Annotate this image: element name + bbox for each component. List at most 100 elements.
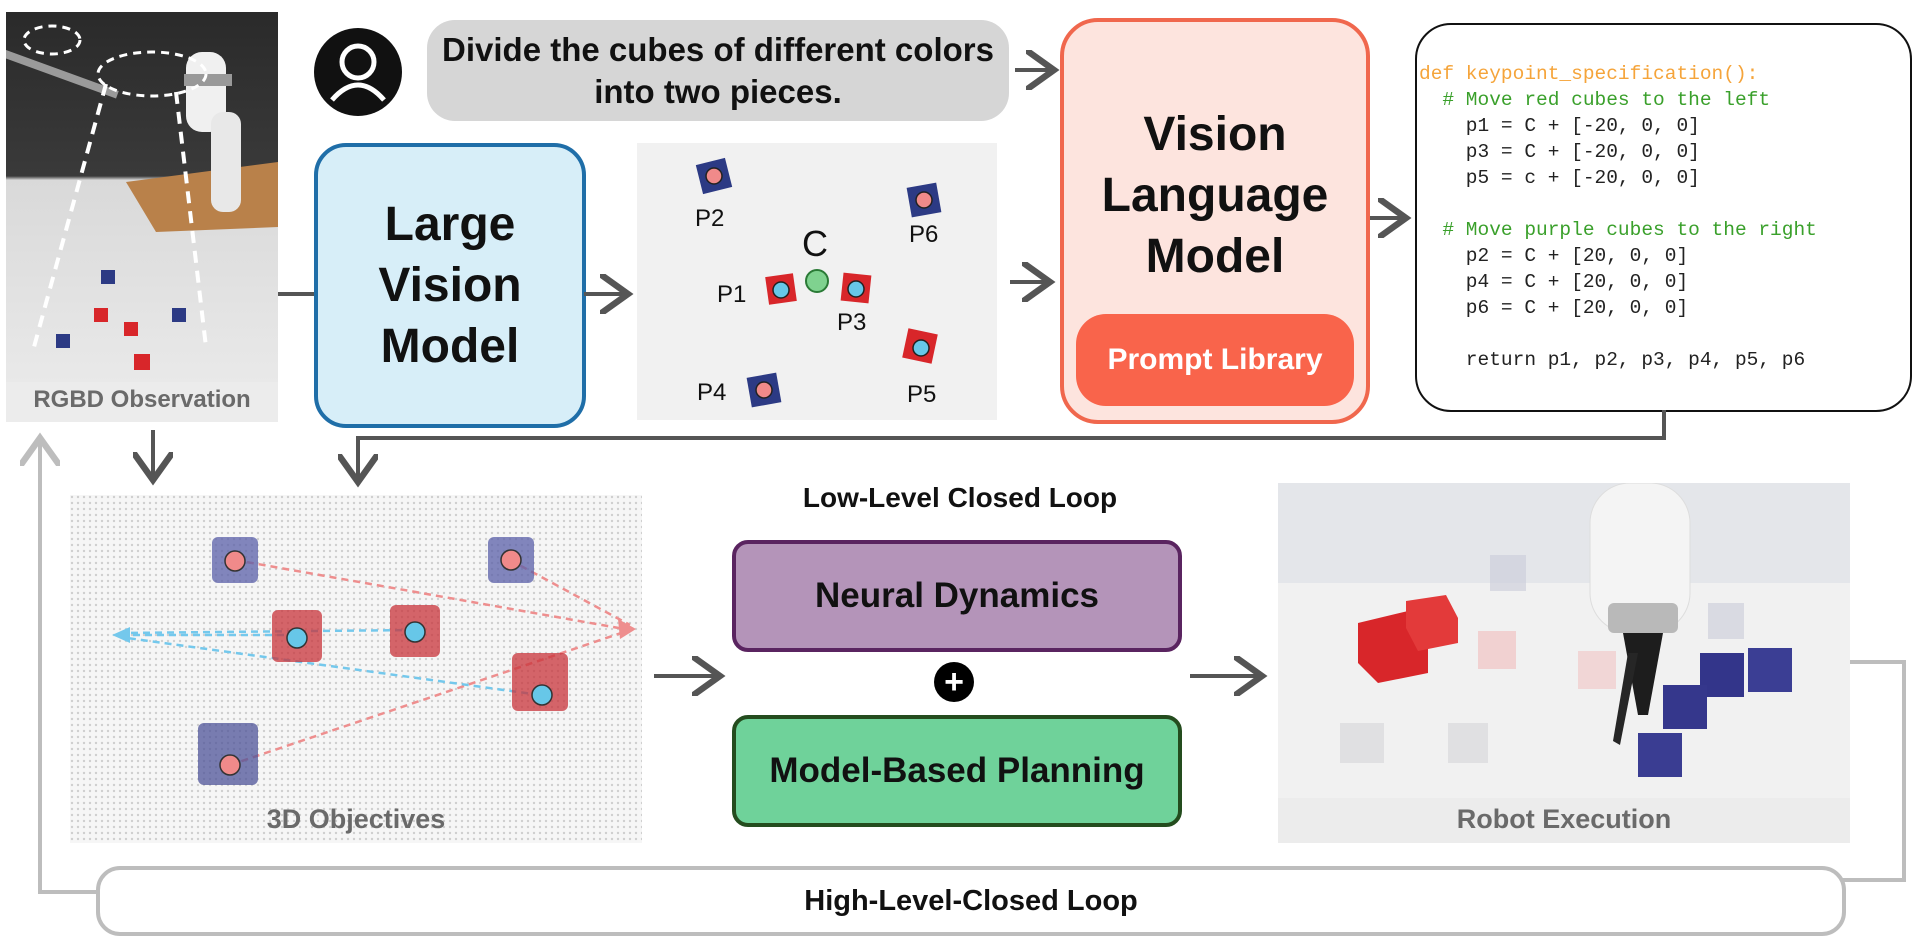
code-line-p5: p5 = c + [-20, 0, 0]: [1419, 167, 1700, 189]
label-p4: P4: [697, 379, 727, 406]
code-line-p4: p4 = C + [20, 0, 0]: [1419, 271, 1689, 293]
robot-joint: [184, 74, 232, 86]
arrow-up-icon: [40, 442, 96, 894]
neural-dynamics-box: Neural Dynamics: [732, 540, 1182, 652]
rgbd-scene: [6, 24, 278, 422]
rgbd-caption: RGBD Observation: [33, 386, 251, 413]
keypoint-blue: [531, 684, 553, 706]
model-based-planning-box: Model-Based Planning: [732, 715, 1182, 827]
keypoint-blue: [847, 280, 865, 298]
cube-purple: [1663, 685, 1707, 729]
camera-highlight: [96, 50, 208, 98]
high-loop-connector: [1842, 660, 1906, 882]
code-comment-red: # Move red cubes to the left: [1419, 89, 1771, 111]
lvm-line-1: Large: [384, 198, 516, 251]
fov-line: [32, 83, 108, 348]
robot-wrist: [1608, 603, 1678, 633]
keypoint-red: [705, 167, 723, 185]
keypoint-red: [224, 550, 246, 572]
code-line-p6: p6 = C + [20, 0, 0]: [1419, 297, 1689, 319]
keypoint-code-box: def keypoint_specification(): # Move red…: [1415, 23, 1912, 412]
objectives-scene: [70, 495, 642, 843]
vlm-line-3: Model: [1145, 230, 1285, 283]
cube-purple: [172, 308, 186, 322]
path-red: [234, 558, 631, 632]
cube-purple: [198, 723, 258, 785]
code-line-p2: p2 = C + [20, 0, 0]: [1419, 245, 1689, 267]
cube-purple: [56, 334, 70, 348]
keypoint-blue: [772, 281, 790, 299]
label-p3: P3: [837, 309, 867, 336]
cube-red: [512, 653, 568, 711]
arrow-down-icon: [358, 410, 1666, 478]
robot-scene: [1278, 483, 1850, 843]
vlm-line-1: Vision: [1143, 108, 1287, 161]
keypoint-scene: [695, 157, 942, 408]
keypoint-red: [500, 549, 522, 571]
robot-caption: Robot Execution: [1456, 804, 1672, 834]
cube-red: [1406, 595, 1458, 651]
path-red: [509, 558, 631, 627]
code-line-p3: p3 = C + [-20, 0, 0]: [1419, 141, 1700, 163]
keypoint-image: P2 P6 P1 C P3 P5 P4: [637, 143, 997, 420]
label-center: C: [802, 223, 828, 264]
arrow-head-red: [618, 619, 636, 639]
vlm-title: Vision Language Model: [1064, 104, 1366, 287]
code-return-line: return p1, p2, p3, p4, p5, p6: [1419, 349, 1806, 371]
cube-purple: [1748, 648, 1792, 692]
caption-bar: [6, 382, 278, 422]
background-wall: [1278, 483, 1850, 583]
rgbd-observation-image: [6, 12, 278, 422]
ghost-cube: [1478, 631, 1516, 669]
lvm-line-3: Model: [380, 320, 520, 373]
high-level-loop-box: High-Level-Closed Loop: [96, 866, 1846, 936]
keypoint-blue: [286, 627, 308, 649]
fov-line: [174, 91, 208, 348]
keypoint-blue: [404, 621, 426, 643]
caption-bar: [1278, 798, 1850, 843]
vision-language-model-box: Vision Language Model Prompt Library: [1060, 18, 1370, 424]
cube-red: [124, 322, 138, 336]
cube-red: [134, 354, 150, 370]
keypoint-red: [755, 381, 773, 399]
ghost-cube: [1340, 723, 1384, 763]
robot-finger: [1613, 653, 1638, 745]
ghost-cube: [1490, 555, 1526, 591]
robot-arm-body: [186, 52, 226, 132]
low-level-loop-title: Low-Level Closed Loop: [802, 482, 1118, 513]
cube-purple: [101, 270, 115, 284]
arrow-head-blue: [112, 627, 130, 643]
cube-red: [94, 308, 108, 322]
code-comment-purple: # Move purple cubes to the right: [1419, 219, 1817, 241]
vlm-line-2: Language: [1101, 169, 1329, 222]
robot-arm-base: [211, 112, 241, 212]
label-p1: P1: [717, 281, 747, 308]
keypoint-red: [915, 191, 933, 209]
label-p6: P6: [909, 221, 939, 248]
code-line-p1: p1 = C + [-20, 0, 0]: [1419, 115, 1700, 137]
plus-icon: +: [934, 662, 974, 702]
keypoint-blue: [912, 339, 930, 357]
lvm-line-2: Vision: [378, 259, 522, 312]
cube-purple: [1638, 733, 1682, 777]
center-keypoint: [805, 269, 829, 293]
path-blue: [119, 635, 541, 697]
robot-execution-image: [1278, 483, 1850, 843]
large-vision-model-box: Large Vision Model: [314, 143, 586, 428]
objectives-caption: 3D Objectives: [266, 804, 446, 834]
ghost-cube: [1578, 651, 1616, 689]
label-p2: P2: [695, 205, 725, 232]
path-red: [229, 628, 631, 767]
user-avatar-icon: [314, 28, 402, 116]
path-blue: [119, 628, 415, 635]
keypoint-red: [219, 754, 241, 776]
instruction-bubble: Divide the cubes of different colors int…: [427, 20, 1009, 121]
code-def-line: def keypoint_specification():: [1419, 63, 1759, 85]
camera-highlight: [22, 24, 82, 56]
3d-objectives-image: [70, 495, 642, 843]
ghost-cube: [1708, 603, 1744, 639]
ghost-cube: [1448, 723, 1488, 763]
prompt-library-box: Prompt Library: [1076, 314, 1354, 406]
label-p5: P5: [907, 381, 937, 408]
